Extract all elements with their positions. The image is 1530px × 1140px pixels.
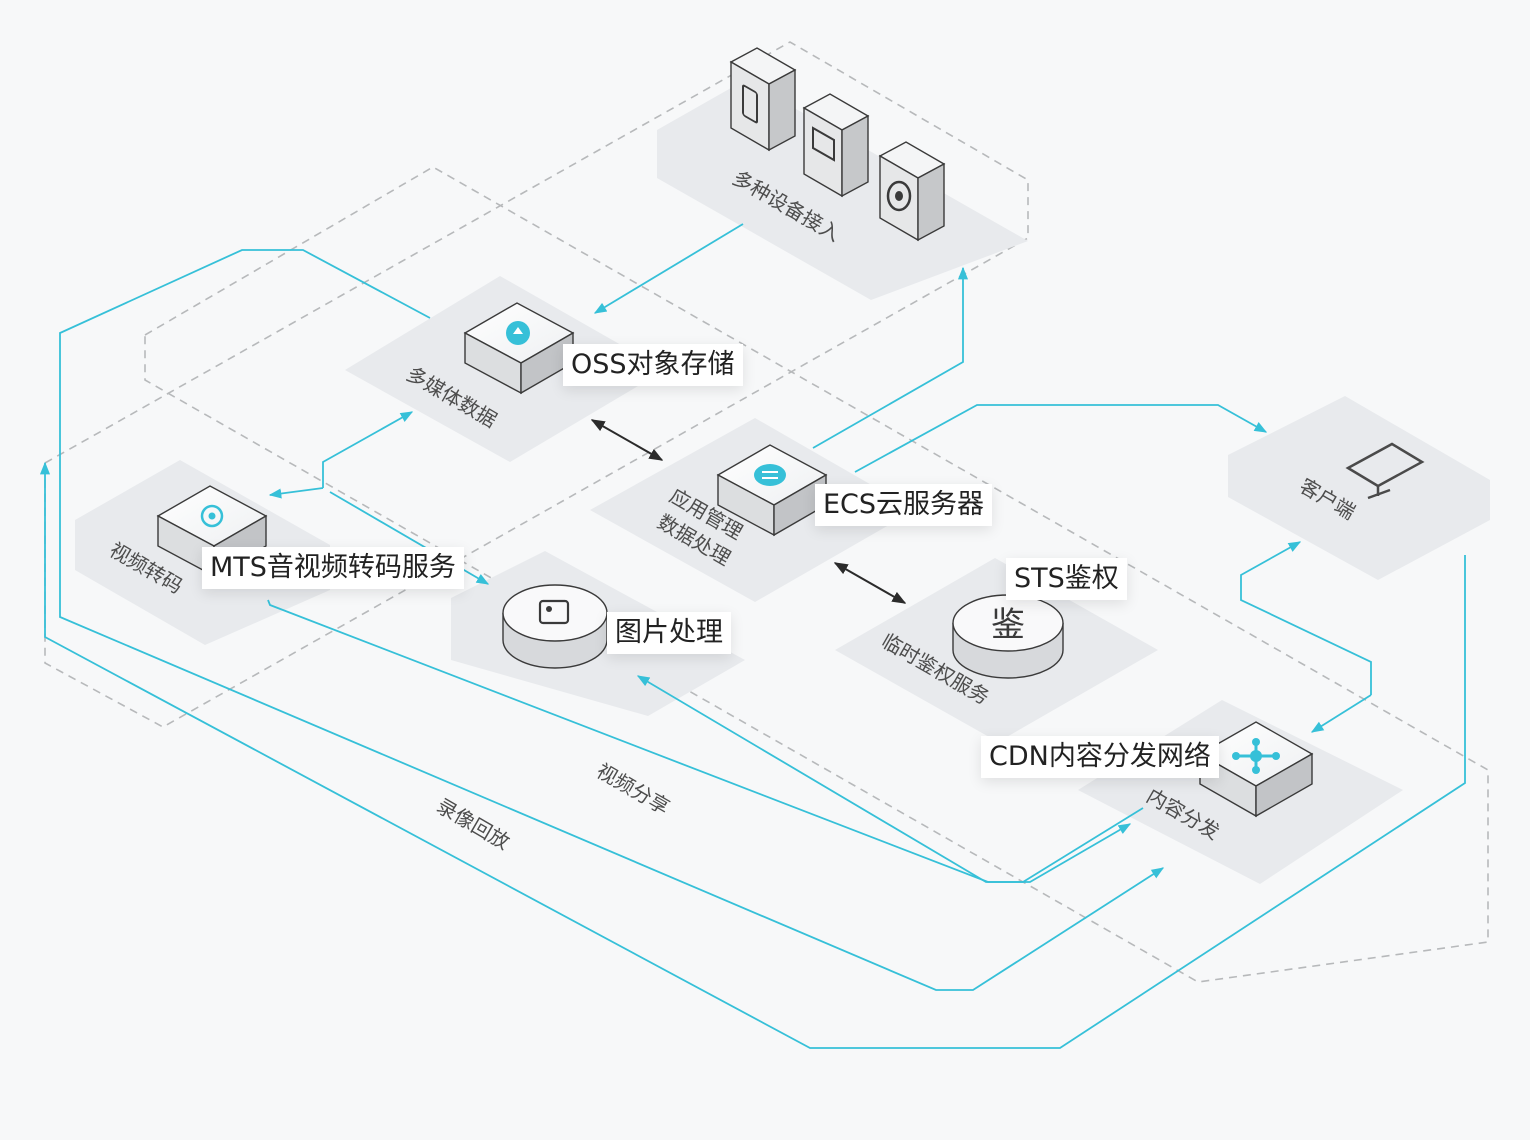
arrow-ecs-sts	[833, 562, 907, 604]
ecs-callout: ECS云服务器	[815, 484, 993, 526]
monitor-icon	[812, 126, 835, 162]
camera-icon	[886, 180, 912, 212]
arrow-to-media	[322, 411, 414, 488]
arrow-cdn-to-client	[1240, 541, 1372, 695]
flow-lines	[39, 223, 1466, 1049]
sts-glyph-icon: 鉴	[991, 605, 1025, 645]
oss-box	[463, 302, 575, 395]
ecs-box	[716, 444, 828, 537]
arrow-to-image-share	[636, 675, 1144, 883]
arrow-client-to-cdn	[1310, 694, 1372, 733]
sts-disc: 鉴	[952, 594, 1064, 679]
arrow-devices-to-oss	[593, 223, 744, 314]
cdn-callout: CDN内容分发网络	[981, 736, 1219, 778]
network-nodes-icon	[1232, 738, 1280, 774]
line-video-share	[267, 599, 1132, 883]
arrow-ecs-to-client	[854, 404, 1268, 473]
camera-device	[878, 141, 946, 242]
line-playback	[59, 249, 1165, 991]
monitor-device	[802, 93, 870, 198]
oss-callout: OSS对象存储	[563, 344, 743, 386]
arrow-to-transcode	[268, 487, 324, 499]
transcode-icon	[200, 504, 224, 528]
mts-callout: MTS音视频转码服务	[202, 547, 464, 589]
phone-device	[729, 47, 797, 152]
image-icon	[538, 599, 570, 625]
label-playback: 录像回放	[433, 794, 514, 855]
client-monitor-icon	[1345, 442, 1425, 500]
tile-client	[1228, 396, 1490, 580]
sts-callout: STS鉴权	[1006, 558, 1127, 600]
label-video-share: 视频分享	[593, 759, 674, 820]
image-disc	[502, 584, 608, 669]
phone-icon	[742, 84, 758, 124]
bidirectional-arrows	[590, 419, 907, 604]
zone-devices-outline	[44, 41, 1029, 728]
zone-services-outline	[144, 166, 1489, 983]
line-client-outer	[39, 461, 1466, 1049]
cloud-server-icon	[754, 464, 786, 486]
mts-box	[156, 485, 268, 578]
dashed-zones	[44, 41, 1489, 983]
arrow-ecs-to-devices	[812, 266, 969, 449]
arrow-oss-ecs	[590, 419, 664, 461]
cdn-box	[1198, 721, 1314, 818]
image-callout: 图片处理	[607, 612, 731, 654]
device-cabinets	[729, 47, 946, 242]
